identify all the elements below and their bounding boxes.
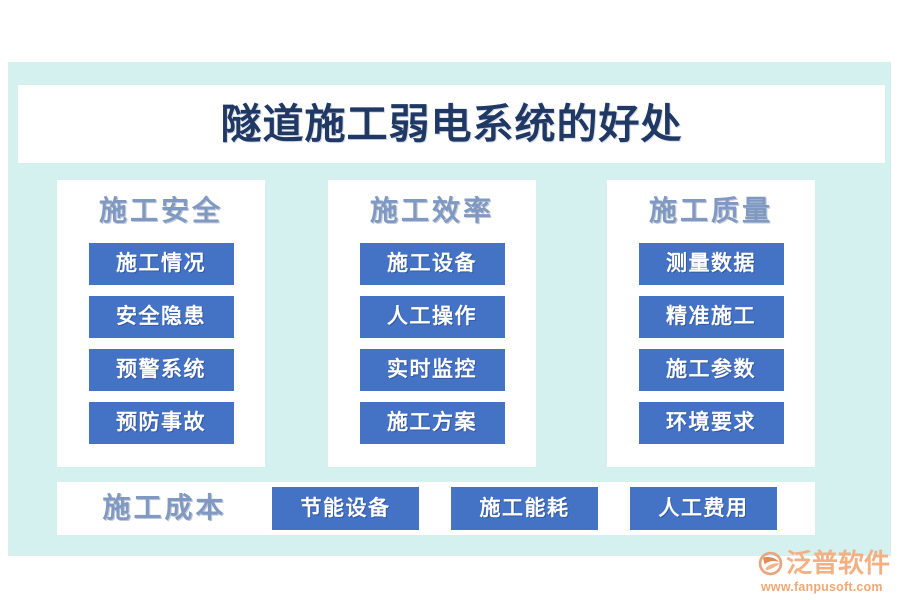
title-band: 隧道施工弱电系统的好处 bbox=[18, 85, 885, 163]
category-item-list: 节能设备 施工能耗 人工费用 bbox=[272, 487, 777, 530]
brand-watermark: 泛普软件 www.fanpusoft.com bbox=[757, 548, 897, 594]
category-item-chip[interactable]: 预警系统 bbox=[88, 348, 234, 391]
category-card-construction-quality: 施工质量 测量数据 精准施工 施工参数 环境要求 bbox=[607, 180, 815, 467]
category-item-list: 施工情况 安全隐患 预警系统 预防事故 bbox=[88, 242, 234, 444]
category-item-list: 施工设备 人工操作 实时监控 施工方案 bbox=[359, 242, 505, 444]
category-title: 施工成本 bbox=[102, 492, 227, 524]
category-item-chip[interactable]: 测量数据 bbox=[638, 242, 784, 285]
category-card-construction-safety: 施工安全 施工情况 安全隐患 预警系统 预防事故 bbox=[57, 180, 265, 467]
category-item-chip[interactable]: 预防事故 bbox=[88, 401, 234, 444]
category-item-chip[interactable]: 施工方案 bbox=[359, 401, 505, 444]
category-card-construction-efficiency: 施工效率 施工设备 人工操作 实时监控 施工方案 bbox=[328, 180, 536, 467]
category-item-chip[interactable]: 实时监控 bbox=[359, 348, 505, 391]
brand-logo-row: 泛普软件 bbox=[757, 549, 897, 579]
category-item-chip[interactable]: 施工参数 bbox=[638, 348, 784, 391]
category-card-construction-cost: 施工成本 节能设备 施工能耗 人工费用 bbox=[57, 482, 815, 535]
fanpu-swoosh-icon bbox=[757, 550, 784, 577]
category-item-chip[interactable]: 环境要求 bbox=[638, 401, 784, 444]
category-item-chip[interactable]: 施工能耗 bbox=[451, 487, 598, 530]
category-item-chip[interactable]: 安全隐患 bbox=[88, 295, 234, 338]
category-item-chip[interactable]: 精准施工 bbox=[638, 295, 784, 338]
category-item-chip[interactable]: 人工费用 bbox=[630, 487, 777, 530]
category-title: 施工效率 bbox=[369, 196, 494, 227]
category-item-chip[interactable]: 节能设备 bbox=[272, 487, 419, 530]
category-title: 施工质量 bbox=[648, 196, 773, 227]
category-item-chip[interactable]: 人工操作 bbox=[359, 295, 505, 338]
category-item-chip[interactable]: 施工设备 bbox=[359, 242, 505, 285]
brand-url: www.fanpusoft.com bbox=[761, 579, 883, 594]
page-title: 隧道施工弱电系统的好处 bbox=[220, 100, 683, 147]
category-item-chip[interactable]: 施工情况 bbox=[88, 242, 234, 285]
category-item-list: 测量数据 精准施工 施工参数 环境要求 bbox=[638, 242, 784, 444]
category-title: 施工安全 bbox=[98, 196, 223, 227]
brand-name: 泛普软件 bbox=[786, 548, 891, 578]
